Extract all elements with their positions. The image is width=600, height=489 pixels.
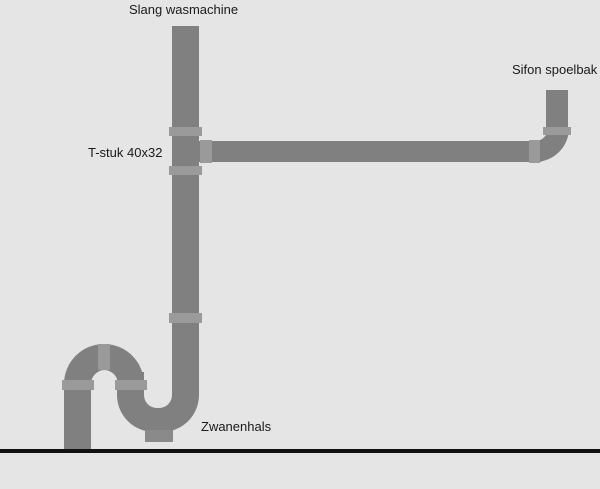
inverted-u-bend <box>64 344 144 450</box>
coupling <box>200 140 212 163</box>
floor-line <box>0 449 600 453</box>
coupling <box>169 166 202 175</box>
swan-neck-cleanout-cap <box>145 430 173 442</box>
label-t-piece: T-stuk 40x32 <box>88 145 162 160</box>
coupling <box>115 380 147 390</box>
label-sink-trap: Sifon spoelbak <box>512 62 598 77</box>
sink-trap-elbow <box>535 128 569 162</box>
coupling <box>169 313 202 323</box>
label-washing-machine-hose: Slang wasmachine <box>129 2 238 17</box>
coupling <box>62 380 94 390</box>
coupling <box>529 140 540 163</box>
main-vertical-pipe <box>172 26 199 396</box>
coupling <box>169 127 202 136</box>
coupling <box>98 344 110 370</box>
coupling <box>543 127 571 135</box>
sink-trap-riser-pipe <box>546 90 568 130</box>
horizontal-branch-pipe <box>199 141 541 162</box>
label-swan-neck: Zwanenhals <box>201 419 272 434</box>
